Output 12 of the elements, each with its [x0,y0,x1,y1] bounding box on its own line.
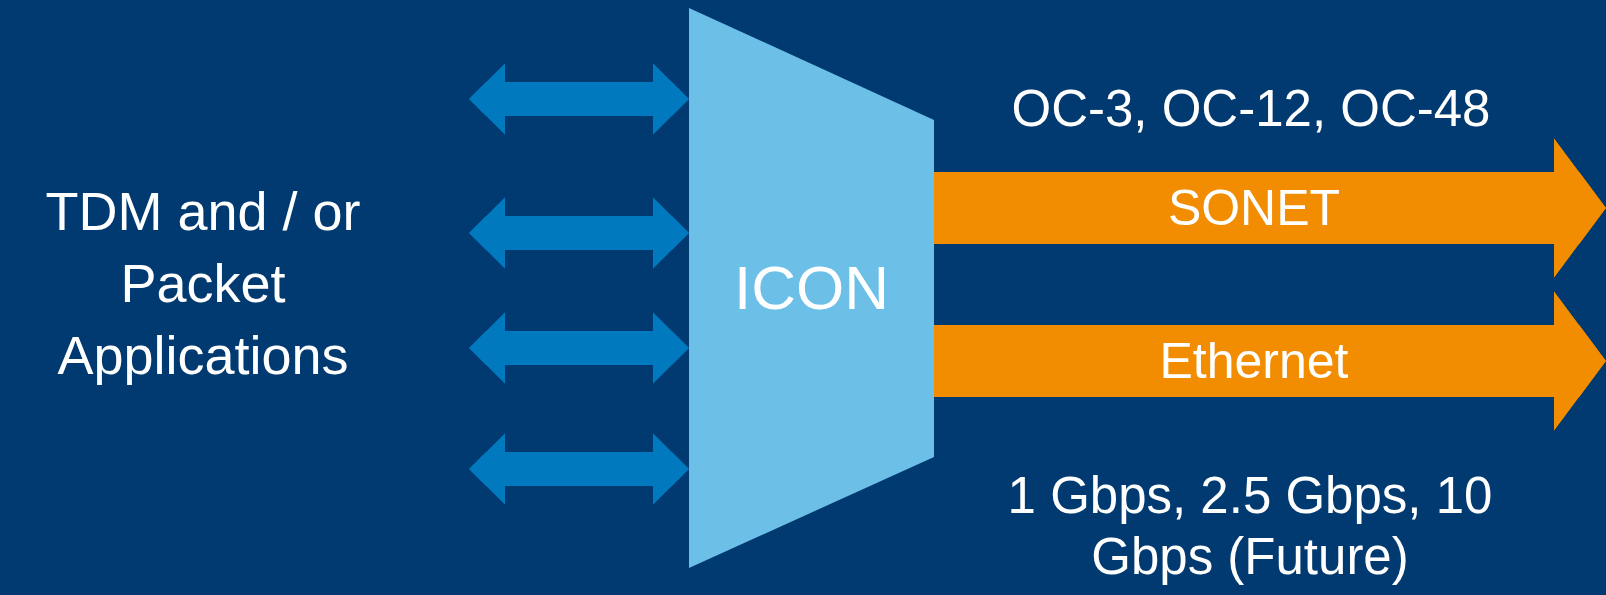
edge-label: Ethernet [1159,332,1349,390]
node-text: TDM and / or Packet Applications [44,180,362,387]
arrow [934,138,1606,278]
node-text: ICON [734,251,889,324]
arrow [934,291,1606,431]
arrow [469,433,689,505]
arrow [469,63,689,135]
rate-label: OC-3, OC-12, OC-48 [1010,79,1492,139]
rate-label: 1 Gbps, 2.5 Gbps, 10 Gbps (Future) [1006,466,1494,588]
edge-label: SONET [1167,179,1341,237]
arrow [469,312,689,384]
arrow [469,197,689,269]
